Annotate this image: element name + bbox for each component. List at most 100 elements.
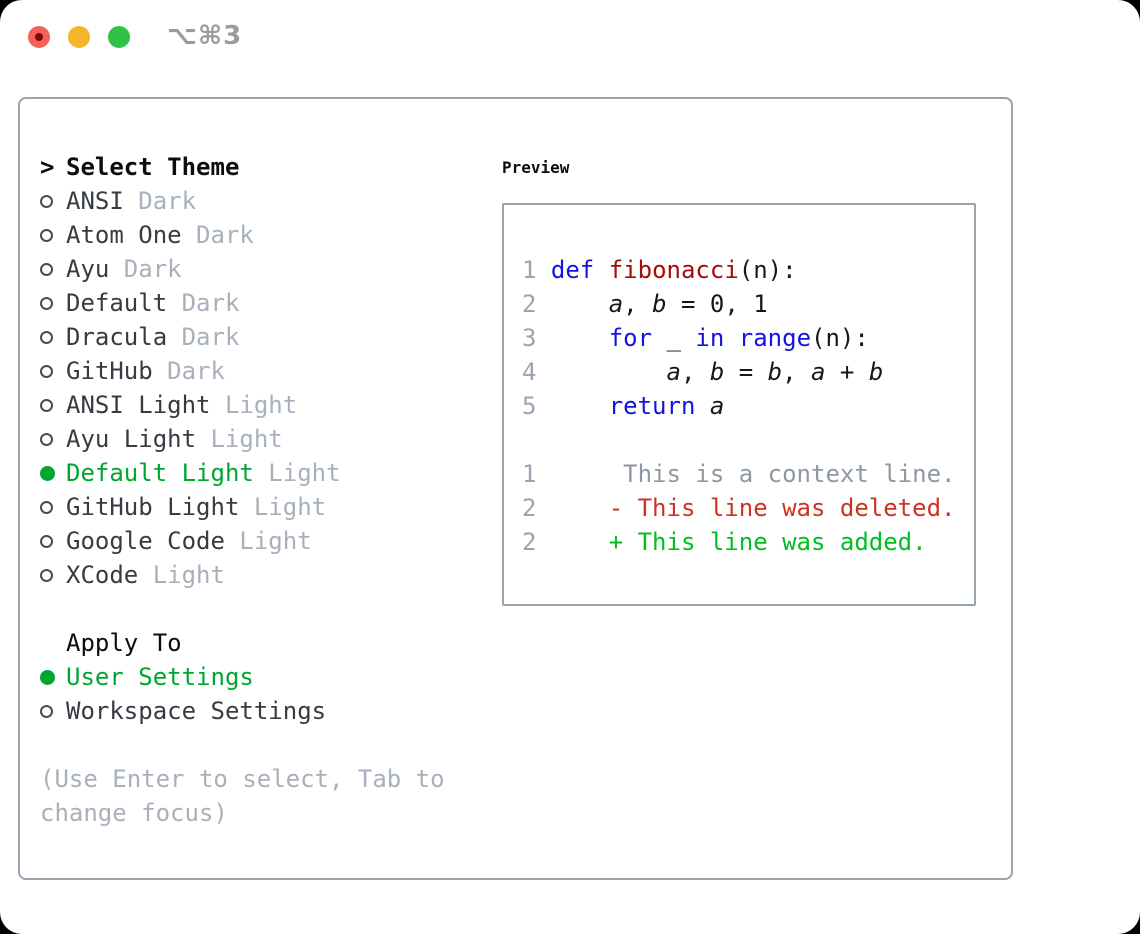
line-number: 2: [522, 290, 551, 318]
theme-name: Ayu: [66, 255, 110, 283]
apply-item-workspace-settings[interactable]: Workspace Settings: [40, 694, 490, 728]
code-line: 3 for _ in range(n):: [522, 321, 974, 355]
theme-name: Default Light: [66, 459, 254, 487]
theme-item-default-light[interactable]: Default Light Light: [40, 456, 490, 490]
spacer: [522, 423, 974, 457]
theme-item-ayu[interactable]: Ayu Dark: [40, 252, 490, 286]
theme-name: Default: [66, 289, 168, 317]
theme-variant: Light: [253, 459, 341, 487]
radio-icon: [40, 262, 53, 276]
code-segment: return: [608, 392, 696, 420]
apply-to-title: Apply To: [66, 629, 182, 657]
theme-variant: Dark: [123, 187, 197, 215]
radio-icon: [40, 194, 53, 208]
code-segment: def: [550, 256, 595, 284]
line-number: 4: [522, 358, 551, 386]
theme-item-github-light[interactable]: GitHub Light Light: [40, 490, 490, 524]
help-line: change focus): [40, 799, 228, 827]
theme-item-ansi[interactable]: ANSI Dark: [40, 184, 490, 218]
code-line: 5 return a: [522, 389, 974, 423]
spacer: [40, 728, 490, 762]
spacer: [40, 592, 490, 626]
line-number: 3: [522, 324, 551, 352]
theme-item-default[interactable]: Default Dark: [40, 286, 490, 320]
titlebar: ⌥⌘3: [0, 0, 1140, 75]
diff-line: 1 This is a context line.: [522, 457, 974, 491]
code-segment: [594, 256, 608, 284]
code-segment: ,: [680, 358, 710, 386]
code-segment: range: [738, 324, 812, 352]
theme-variant: Light: [196, 425, 283, 453]
code-segment: = 0, 1: [666, 290, 768, 318]
code-segment: b: [868, 358, 884, 386]
code-segment: ,: [782, 358, 812, 386]
preview-column: Preview 1 def fibonacci(n):2 a, b = 0, 1…: [502, 150, 976, 606]
close-button[interactable]: [28, 26, 50, 48]
code-segment: _: [652, 324, 696, 352]
theme-name: Google Code: [66, 527, 225, 555]
theme-variant: Light: [138, 561, 225, 589]
radio-icon: [40, 704, 53, 718]
apply-to-header-row: Apply To: [40, 626, 490, 660]
code-line: 4 a, b = b, a + b: [522, 355, 974, 389]
code-segment: ,: [623, 290, 653, 318]
theme-item-atom-one[interactable]: Atom One Dark: [40, 218, 490, 252]
code-segment: b: [652, 290, 667, 318]
minimize-button[interactable]: [68, 26, 90, 48]
line-number: 1: [522, 460, 537, 488]
help-text: (Use Enter to select, Tab to change focus…: [40, 762, 490, 830]
theme-variant: Dark: [167, 289, 240, 317]
apply-item-user-settings[interactable]: User Settings: [40, 660, 490, 694]
theme-variant: Dark: [152, 357, 225, 385]
theme-item-google-code[interactable]: Google Code Light: [40, 524, 490, 558]
radio-icon: [40, 228, 53, 242]
radio-icon: [40, 296, 53, 310]
code-segment: (n):: [738, 256, 797, 284]
theme-name: GitHub: [66, 357, 153, 385]
prompt-icon: >: [40, 153, 55, 181]
code-segment: + This line was added.: [536, 528, 927, 556]
theme-item-ansi-light[interactable]: ANSI Light Light: [40, 388, 490, 422]
code-segment: b: [709, 358, 725, 386]
radio-icon: [40, 330, 53, 344]
code-line: 1 def fibonacci(n):: [522, 253, 974, 287]
close-dot-icon: [35, 33, 43, 41]
diff-preview: 1 This is a context line.2 - This line w…: [522, 457, 974, 559]
code-line: 2 a, b = 0, 1: [522, 287, 974, 321]
theme-item-ayu-light[interactable]: Ayu Light Light: [40, 422, 490, 456]
radio-selected-icon: [40, 465, 55, 481]
radio-selected-icon: [40, 669, 55, 685]
preview-title: Preview: [502, 157, 570, 177]
radio-icon: [40, 534, 53, 548]
help-line: (Use Enter to select, Tab to: [40, 765, 445, 793]
radio-icon: [40, 364, 53, 378]
theme-item-xcode[interactable]: XCode Light: [40, 558, 490, 592]
line-number: 2: [522, 494, 537, 522]
theme-item-github[interactable]: GitHub Dark: [40, 354, 490, 388]
code-segment: =: [724, 358, 768, 386]
code-segment: +: [825, 358, 869, 386]
code-segment: [724, 324, 738, 352]
code-segment: [551, 392, 609, 420]
theme-variant: Dark: [109, 255, 182, 283]
radio-icon: [40, 398, 53, 412]
theme-list-header: > Select Theme: [40, 150, 490, 184]
theme-variant: Light: [239, 493, 327, 521]
radio-icon: [40, 500, 53, 514]
zoom-button[interactable]: [108, 26, 130, 48]
theme-name: ANSI Light: [66, 391, 211, 419]
theme-variant: Light: [224, 527, 312, 555]
theme-name: Atom One: [66, 221, 182, 249]
window-title: ⌥⌘3: [167, 21, 243, 51]
line-number: 1: [522, 256, 551, 284]
theme-item-dracula[interactable]: Dracula Dark: [40, 320, 490, 354]
code-segment: a: [709, 392, 725, 420]
radio-icon: [40, 568, 53, 582]
theme-name: Ayu Light: [66, 425, 197, 453]
theme-variant: Dark: [167, 323, 240, 351]
